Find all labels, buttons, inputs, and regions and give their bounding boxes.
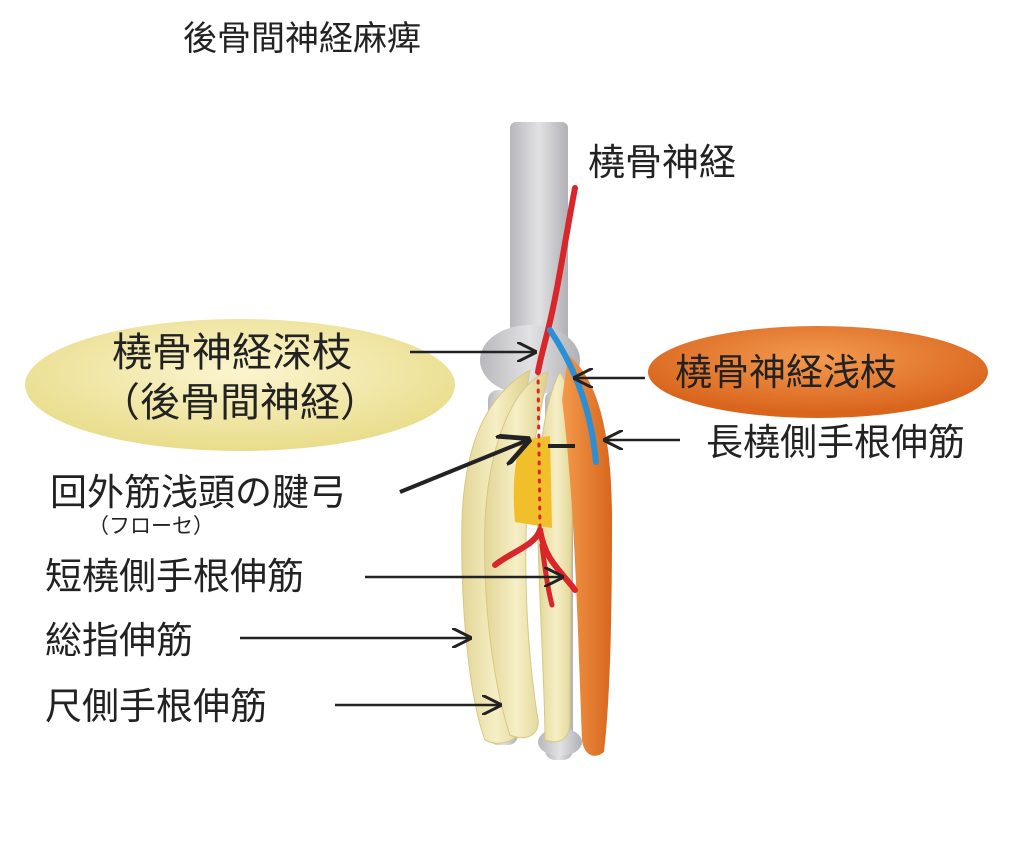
label-ecrl: 長橈側手根伸筋 bbox=[706, 421, 965, 464]
label-radial-nerve: 橈骨神経 bbox=[588, 141, 736, 184]
label-deep-branch: 橈骨神経深枝 bbox=[112, 330, 352, 376]
page-title: 後骨間神経麻痺 bbox=[183, 19, 421, 59]
label-ecrb: 短橈側手根伸筋 bbox=[45, 555, 304, 598]
label-superficial-branch: 橈骨神経浅枝 bbox=[675, 351, 897, 394]
label-deep-branch-alt: （後骨間神経） bbox=[100, 380, 380, 426]
arcade-of-frohse bbox=[513, 436, 552, 528]
superficial-branch-ellipse bbox=[648, 326, 988, 418]
label-arcade: 回外筋浅頭の腱弓 bbox=[50, 471, 346, 514]
label-edc: 総指伸筋 bbox=[45, 619, 193, 662]
leader-arrows bbox=[240, 352, 680, 705]
label-arcade-alt: （フローセ） bbox=[88, 514, 214, 538]
deep-branch-ellipse bbox=[25, 319, 455, 451]
label-ecu: 尺側手根伸筋 bbox=[45, 685, 267, 728]
ecrl-muscle bbox=[562, 355, 612, 756]
